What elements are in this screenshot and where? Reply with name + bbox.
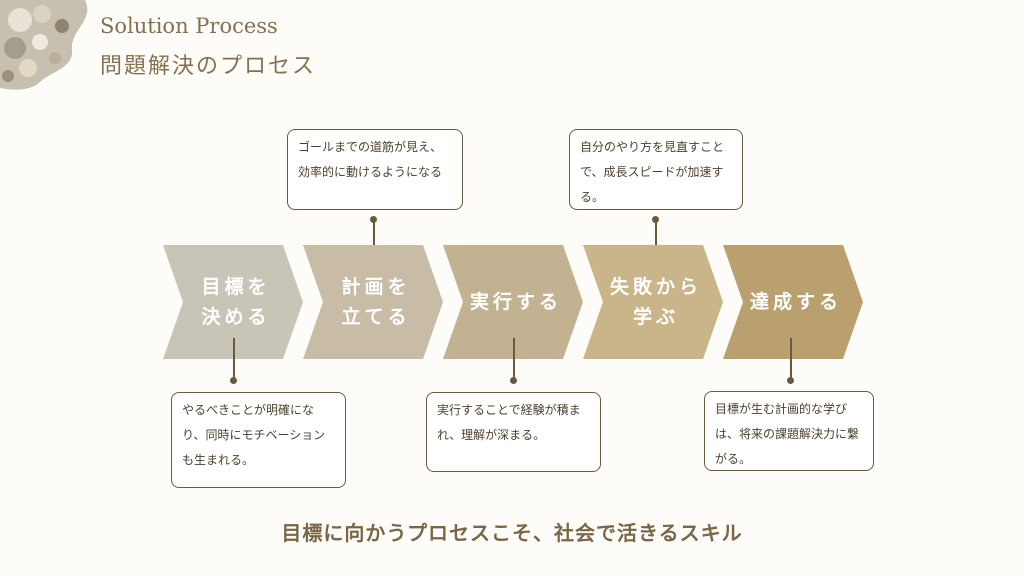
callout-execute: 実行することで経験が積まれ、理解が深まる。	[426, 392, 601, 472]
step-label-set-goal: 目標を 決める	[176, 245, 296, 359]
chevron-step-4	[583, 245, 723, 359]
step-3-text: 実行する	[469, 291, 562, 313]
step-5-text: 達成する	[749, 291, 842, 313]
connector-dot	[787, 377, 794, 384]
chevron-step-1	[163, 245, 303, 359]
floral-corner-decoration	[0, 0, 88, 90]
page-title: 問題解決のプロセス	[100, 54, 317, 79]
connector-line	[790, 338, 792, 380]
step-4-text: 失敗から 学ぶ	[609, 276, 702, 328]
callout-learn-text: 自分のやり方を見直すことで、成長スピードが加速する。	[580, 140, 725, 204]
callout-learn: 自分のやり方を見直すことで、成長スピードが加速する。	[569, 129, 743, 210]
step-label-learn-from-failure: 失敗から 学ぶ	[596, 245, 716, 359]
chevron-step-5	[723, 245, 863, 359]
tagline: 目標に向かうプロセスこそ、社会で活きるスキル	[281, 521, 743, 545]
connector-line	[373, 220, 375, 245]
step-label-execute: 実行する	[456, 245, 576, 359]
connector-line	[513, 338, 515, 380]
chevron-step-2	[303, 245, 443, 359]
callout-execute-text: 実行することで経験が積まれ、理解が深まる。	[437, 403, 581, 442]
connector-line	[655, 220, 657, 245]
step-label-achieve: 達成する	[736, 245, 856, 359]
step-1-text: 目標を 決める	[201, 276, 271, 328]
connector-dot	[230, 377, 237, 384]
callout-achieve-text: 目標が生む計画的な学びは、将来の課題解決力に繋がる。	[715, 402, 860, 466]
callout-plan: ゴールまでの道筋が見え、効率的に動けるようになる	[287, 129, 463, 210]
chevron-step-3	[443, 245, 583, 359]
step-2-text: 計画を 立てる	[341, 276, 411, 328]
step-label-plan: 計画を 立てる	[316, 245, 436, 359]
connector-line	[233, 338, 235, 380]
callout-set-goal-text: やるべきことが明確になり、同時にモチベーションも生まれる。	[182, 403, 326, 467]
callout-plan-text: ゴールまでの道筋が見え、効率的に動けるようになる	[298, 140, 443, 179]
callout-achieve: 目標が生む計画的な学びは、将来の課題解決力に繋がる。	[704, 391, 874, 471]
connector-dot	[370, 216, 377, 223]
connector-dot	[652, 216, 659, 223]
callout-set-goal: やるべきことが明確になり、同時にモチベーションも生まれる。	[171, 392, 346, 488]
connector-dot	[510, 377, 517, 384]
page-title-english: Solution Process	[100, 14, 278, 38]
